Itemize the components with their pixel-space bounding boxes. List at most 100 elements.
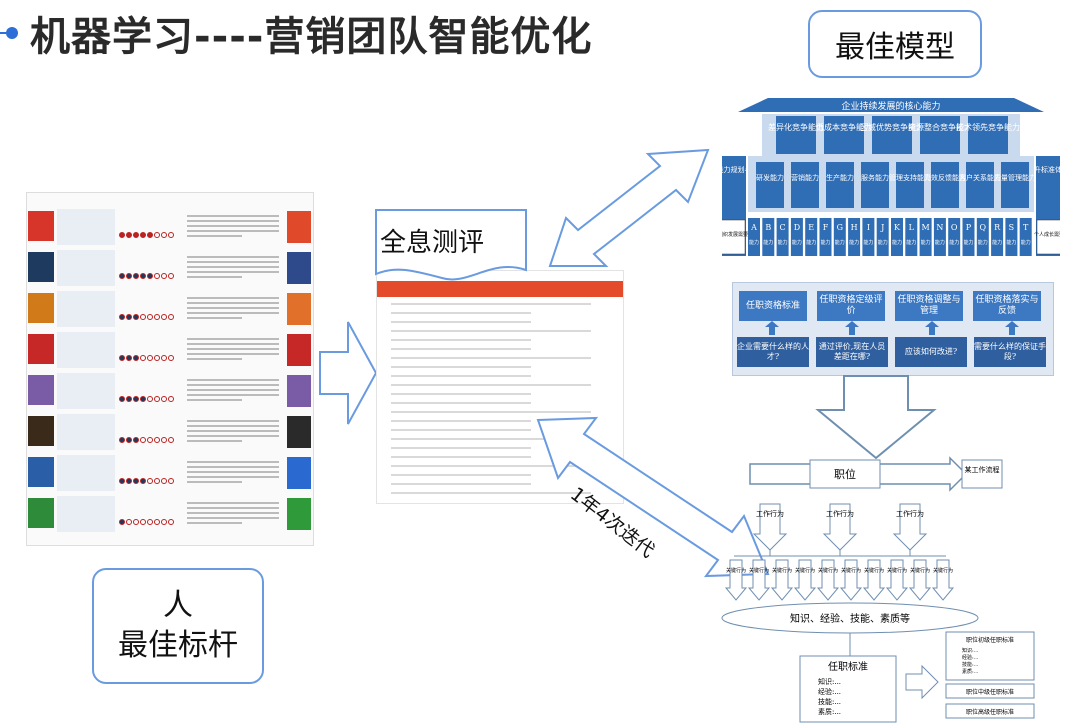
evaluation-line	[391, 420, 531, 422]
key-behavior-arrow	[724, 559, 748, 601]
holographic-banner	[375, 209, 527, 281]
iteration-arrow-icon	[536, 416, 770, 578]
qualification-question: 需要什么样的保证手段?	[974, 337, 1046, 367]
person-label: 人	[163, 588, 193, 623]
top-competence-box	[776, 116, 816, 154]
mid-competence-label: 生产能力	[826, 173, 854, 182]
row-text-block	[187, 212, 279, 240]
mid-competence-box	[756, 162, 784, 208]
rating-dots	[119, 510, 185, 525]
letter-competence-box	[805, 218, 818, 256]
row-thumbnail	[57, 455, 115, 491]
qualification-box: 任职资格调整与管理	[895, 291, 963, 321]
row-level-tag	[287, 211, 311, 243]
row-color-square	[28, 293, 54, 323]
evaluation-line	[391, 492, 591, 494]
top-competence-box	[968, 116, 1008, 154]
top-competence-box	[872, 116, 912, 154]
row-level-tag	[287, 375, 311, 407]
row-thumbnail	[57, 291, 115, 327]
evaluation-line	[391, 465, 591, 467]
holographic-label: 全息测评	[380, 228, 485, 258]
letter-suffix: 能力	[849, 239, 859, 246]
benchmark-row	[27, 248, 313, 288]
letter-competence-box	[790, 218, 803, 256]
letter-suffix: 能力	[921, 239, 931, 246]
row-thumbnail	[57, 373, 115, 409]
letter-label: M	[921, 223, 929, 232]
row-color-square	[28, 416, 54, 446]
evaluation-line	[391, 357, 591, 359]
letter-label: I	[867, 223, 870, 232]
evaluation-header-bar	[377, 281, 623, 297]
letter-competence-box	[919, 218, 932, 256]
row-text-block	[187, 499, 279, 527]
evaluation-line	[391, 375, 531, 377]
mid-competence-label: 客户关系能力	[959, 173, 1001, 182]
standard-title: 任职标准	[828, 660, 868, 673]
letter-suffix: 能力	[749, 239, 759, 246]
mid-competence-box	[966, 162, 994, 208]
mid-competence-label: 管理支持能力	[889, 173, 931, 182]
row-color-square	[28, 252, 54, 282]
rating-dots	[119, 387, 185, 402]
letter-label: A	[750, 223, 757, 232]
key-behavior-label: 关键行为	[749, 567, 769, 574]
key-behavior-label: 关键行为	[910, 567, 930, 574]
letter-label: E	[808, 223, 814, 232]
row-text-block	[187, 376, 279, 404]
evaluation-line	[391, 321, 531, 323]
mid-competence-label: 服务能力	[861, 173, 889, 182]
letter-suffix: 能力	[1006, 239, 1016, 246]
row-thumbnail	[57, 250, 115, 286]
mid-competence-box	[791, 162, 819, 208]
rating-dots	[119, 305, 185, 320]
key-behavior-arrow	[747, 559, 771, 601]
letter-suffix: 能力	[906, 239, 916, 246]
row-text-block	[187, 335, 279, 363]
letter-label: G	[837, 223, 843, 232]
behavior-arrow	[752, 503, 788, 551]
position-label: 职位	[834, 467, 856, 481]
core-competence-pyramid: 企业持续发展的核心能力差异化竞争能力低成本竞争能力区域优势竞争能力资源整合竞争能…	[722, 98, 1060, 256]
letter-label: P	[966, 223, 972, 232]
left-pillar-label: 核心能力规划与成长	[722, 165, 766, 174]
letter-label: L	[909, 223, 915, 232]
letter-suffix: 能力	[935, 239, 945, 246]
qualification-block: 任职资格标准任职资格定级评价任职资格调整与管理任职资格落实与反馈 企业需要什么样…	[732, 282, 1054, 376]
top-competence-label: 差异化竞争能力	[768, 122, 824, 132]
letter-label: F	[823, 223, 829, 232]
letter-suffix: 能力	[763, 239, 773, 246]
row-level-tag	[287, 498, 311, 530]
mid-competence-box	[931, 162, 959, 208]
key-behavior-arrow	[770, 559, 794, 601]
level-title: 职位中级任职标准	[966, 688, 1014, 696]
letter-suffix: 能力	[806, 239, 816, 246]
qualification-question: 应该如何改进?	[895, 337, 967, 367]
standard-item: 经验:...	[818, 687, 841, 696]
level-item: 知识:...	[962, 647, 979, 654]
letter-competence-box	[1005, 218, 1018, 256]
letter-suffix: 能力	[820, 239, 830, 246]
work-flow-label: 某工作流程	[965, 465, 1000, 474]
letter-suffix: 能力	[978, 239, 988, 246]
rating-dots	[119, 469, 185, 484]
behavior-arrow	[892, 503, 928, 551]
evaluation-line	[391, 348, 531, 350]
page-title: 机器学习----营销团队智能优化	[30, 14, 593, 60]
row-color-square	[28, 457, 54, 487]
row-thumbnail	[57, 414, 115, 450]
key-behavior-label: 关键行为	[795, 567, 815, 574]
position-flow-diagram: 职位 某工作流程 工作行为工作行为工作行为 关键行为关键行为关键行为关键行为关键…	[721, 375, 1035, 723]
benchmark-row	[27, 412, 313, 452]
right-tag-label: 个人成长需要	[1034, 231, 1060, 238]
top-competence-label: 区域优势竞争能力	[860, 122, 924, 132]
mid-competence-label: 营销能力	[791, 173, 819, 182]
benchmark-row	[27, 453, 313, 493]
key-behavior-arrow	[931, 559, 955, 601]
letter-suffix: 能力	[778, 239, 788, 246]
key-behavior-label: 关键行为	[772, 567, 792, 574]
rating-dots	[119, 428, 185, 443]
letter-suffix: 能力	[949, 239, 959, 246]
letter-competence-box	[933, 218, 946, 256]
